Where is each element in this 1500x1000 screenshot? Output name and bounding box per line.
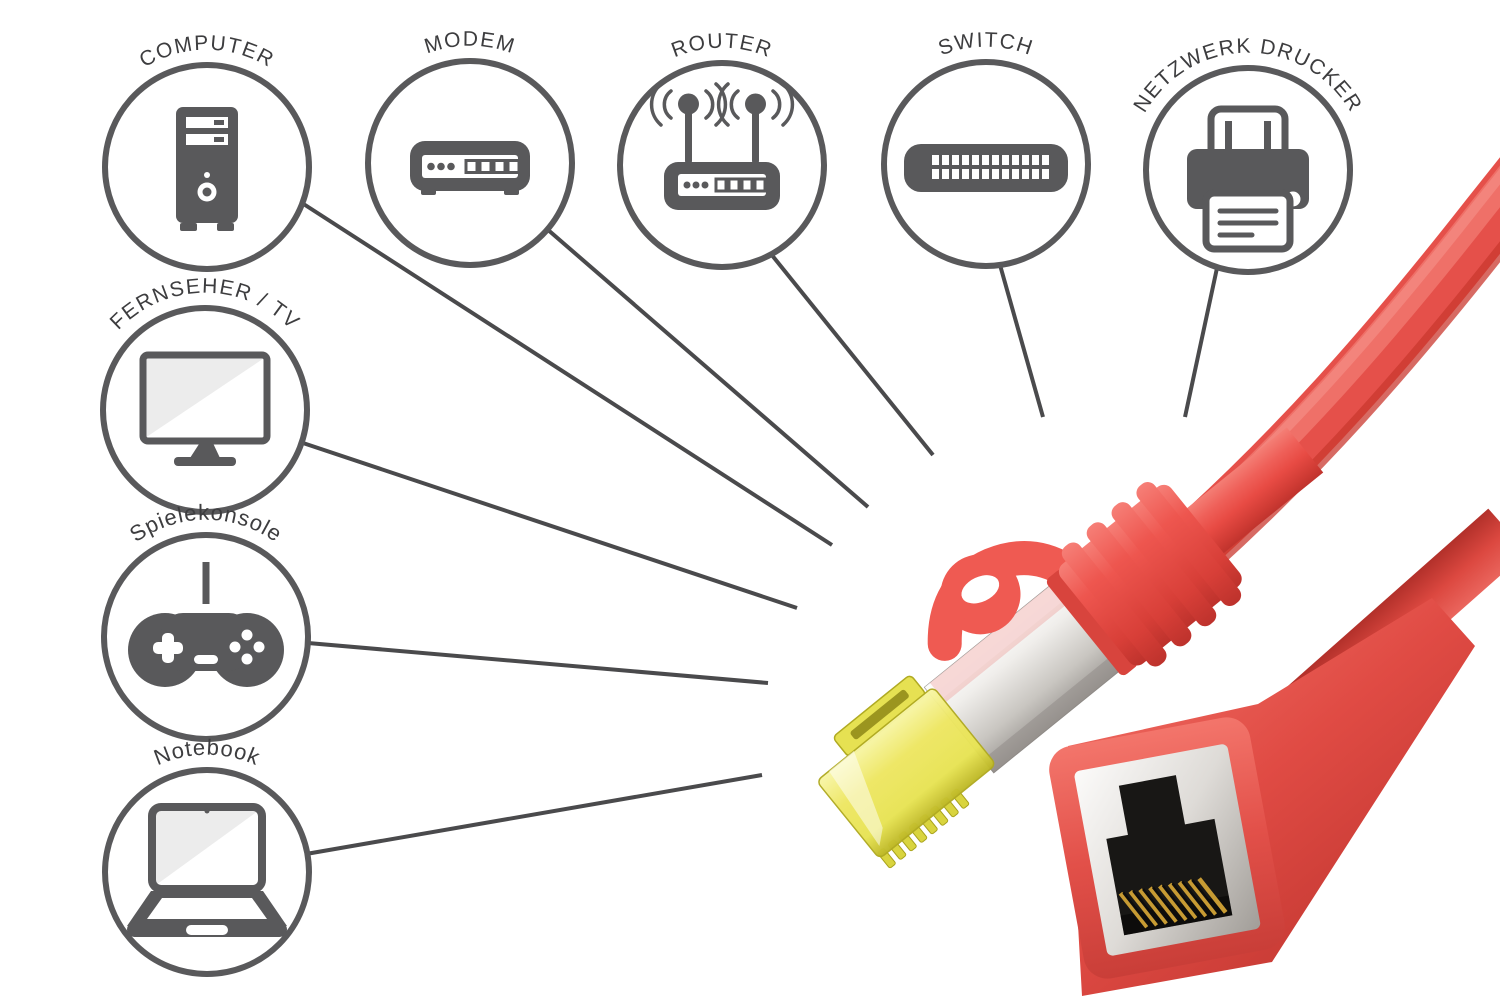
leader-line-tv	[302, 441, 798, 610]
leader-line-computer	[300, 201, 834, 547]
plug-cable-stub	[1177, 427, 1324, 561]
boot-ribs	[1061, 482, 1242, 667]
plug-connector-yellow	[818, 675, 995, 858]
leader-line-modem	[545, 227, 870, 509]
device-node-switch: SWITCH	[881, 29, 1091, 269]
rj45-plug	[818, 427, 1324, 869]
device-label: Notebook	[150, 735, 264, 771]
tv-icon	[139, 351, 271, 466]
device-node-modem: MODEM	[365, 28, 575, 268]
device-node-router: ROUTER	[617, 30, 827, 270]
boot-collar	[1046, 569, 1138, 676]
leader-line-drucker	[1183, 267, 1219, 418]
wifi-router-icon	[649, 82, 795, 210]
extension-coupler	[1049, 508, 1500, 996]
hook-hole	[961, 575, 1000, 604]
device-node-computer: COMPUTER	[102, 32, 312, 272]
device-node-spielekonsole: Spielekonsole	[101, 500, 311, 742]
device-label: SWITCH	[935, 29, 1036, 61]
leader-line-konsole	[307, 641, 769, 685]
leader-line-switch	[998, 264, 1045, 418]
device-node-fernseher-tv: FERNSEHER / TV	[100, 275, 310, 515]
coupler-face	[1049, 717, 1285, 979]
switch-ports	[932, 155, 1049, 179]
leader-lines	[300, 201, 1219, 856]
plug-strain-relief-boot	[927, 482, 1242, 676]
device-node-notebook: Notebook	[102, 735, 312, 977]
laptop-icon	[127, 803, 287, 937]
device-label: ROUTER	[668, 30, 775, 63]
network-switch-icon	[904, 144, 1068, 192]
gamepad-icon	[128, 562, 284, 687]
desktop-tower-icon	[176, 107, 238, 231]
device-label: MODEM	[422, 28, 519, 59]
modem-icon	[410, 141, 530, 195]
leader-line-router	[769, 252, 935, 457]
leader-line-notebook	[305, 773, 763, 856]
jack-pins	[1118, 877, 1233, 936]
printer-icon	[1187, 105, 1309, 253]
device-node-netzwerk-drucker: NETZWERK DRUCKER	[1129, 35, 1365, 275]
